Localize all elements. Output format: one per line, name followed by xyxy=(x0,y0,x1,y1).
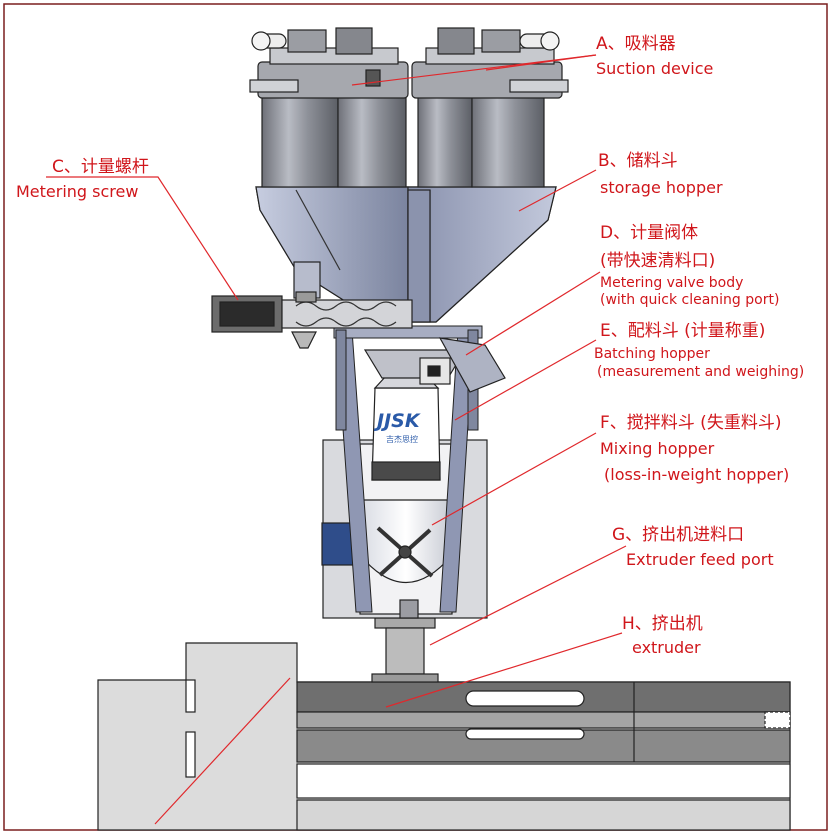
logo-brand: JJSK xyxy=(373,410,421,432)
leader-lines xyxy=(46,54,627,825)
label-f-zh: F、搅拌料斗 (失重料斗) xyxy=(600,413,782,433)
label-d-en2: (with quick cleaning port) xyxy=(600,292,780,308)
leader-h2 xyxy=(154,677,291,825)
label-f-en1: Mixing hopper xyxy=(600,439,715,458)
metering-valve-body xyxy=(419,337,506,393)
leader-a2 xyxy=(351,54,597,86)
label-c-zh: C、计量螺杆 xyxy=(52,157,149,177)
batching-hopper xyxy=(363,349,467,481)
label-a-zh: A、吸料器 xyxy=(596,34,676,54)
label-e-en2: (measurement and weighing) xyxy=(597,364,805,380)
label-g-en: Extruder feed port xyxy=(626,550,774,569)
leader-f xyxy=(431,432,597,526)
leader-h1 xyxy=(385,632,623,708)
label-b-en: storage hopper xyxy=(600,178,723,197)
label-f-en2: (loss-in-weight hopper) xyxy=(604,465,790,484)
storage-hopper xyxy=(255,186,557,323)
label-h-en: extruder xyxy=(632,638,701,657)
extruder-feed-port xyxy=(371,617,439,683)
label-a-en: Suction device xyxy=(596,59,714,78)
label-b-zh: B、储料斗 xyxy=(598,151,678,171)
leader-d xyxy=(465,271,601,356)
label-d-zh: D、计量阀体 xyxy=(600,223,699,243)
label-g-zh: G、挤出机进料口 xyxy=(612,525,745,545)
leader-b xyxy=(518,169,597,212)
leader-g xyxy=(429,545,627,646)
extruder xyxy=(97,642,791,831)
metering-screw xyxy=(211,291,413,349)
label-e-zh: E、配料斗 (计量称重) xyxy=(600,321,766,341)
label-e-en1: Batching hopper xyxy=(594,346,710,362)
logo-subtitle: 吉杰思控 xyxy=(386,434,418,444)
label-d-zh2: (带快速清料口) xyxy=(600,251,716,271)
leader-e xyxy=(454,339,597,421)
suction-device-left xyxy=(249,27,409,188)
label-h-zh: H、挤出机 xyxy=(622,614,703,634)
label-c-en: Metering screw xyxy=(16,182,139,201)
leader-c xyxy=(46,176,239,301)
suction-device-right xyxy=(411,27,569,188)
label-d-en1: Metering valve body xyxy=(600,275,744,291)
